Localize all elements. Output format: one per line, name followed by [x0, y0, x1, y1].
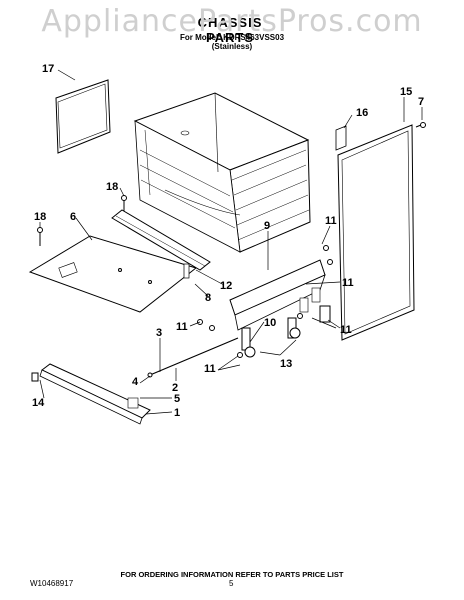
callout-12: 12 [220, 280, 232, 292]
callout-11-d: 11 [340, 324, 352, 336]
part-14-clip [31, 372, 39, 382]
callout-18-left: 18 [34, 211, 46, 223]
watermark: AppliancePartsPros.com [41, 4, 423, 39]
callout-5: 5 [174, 393, 180, 405]
leader-lines [39, 69, 423, 415]
page-title: CHASSIS PARTS [197, 15, 263, 45]
callout-11-a: 11 [325, 215, 337, 227]
part-8-rail [111, 209, 211, 279]
callout-7: 7 [418, 96, 424, 108]
callout-17: 17 [42, 63, 54, 75]
callout-4: 4 [132, 376, 139, 388]
callout-9: 9 [264, 220, 270, 232]
part-10-13-valves [241, 305, 331, 358]
callout-11-e: 11 [204, 363, 216, 375]
part-11-screws [197, 245, 333, 358]
callout-labels: 17 18 18 6 9 16 15 7 11 12 8 11 11 10 11… [32, 63, 424, 419]
callout-11-b: 11 [342, 277, 354, 289]
part-17-rear-panel [55, 79, 111, 154]
callout-1: 1 [174, 407, 180, 419]
part-16-label [335, 125, 347, 151]
part-3-tube [147, 337, 239, 378]
callout-2: 2 [172, 382, 178, 394]
callout-15: 15 [400, 86, 412, 98]
part-1-front-trim [39, 363, 151, 425]
callout-13: 13 [280, 358, 292, 370]
part-18-screws [37, 195, 127, 246]
page-number: 5 [229, 579, 234, 588]
model-line: For Model: KDRS463VSS03 [179, 33, 285, 42]
callout-3: 3 [156, 327, 162, 339]
model-subtitle: For Model: KDRS463VSS03 (Stainless) [170, 33, 294, 51]
part-9-front-bracket [229, 259, 326, 331]
callout-10: 10 [264, 317, 276, 329]
finish-line: (Stainless) [211, 42, 253, 51]
document-number: W10468917 [30, 579, 74, 588]
callout-11-c: 11 [176, 321, 188, 333]
callout-8: 8 [205, 292, 211, 304]
callout-6: 6 [70, 211, 76, 223]
callout-18-top: 18 [106, 181, 118, 193]
callout-14: 14 [32, 397, 45, 409]
part-7-screw [415, 122, 426, 128]
callout-16: 16 [356, 107, 368, 119]
chassis-frame [133, 92, 311, 253]
part-15-side-panel [337, 124, 415, 341]
ordering-note: FOR ORDERING INFORMATION REFER TO PARTS … [120, 570, 344, 579]
